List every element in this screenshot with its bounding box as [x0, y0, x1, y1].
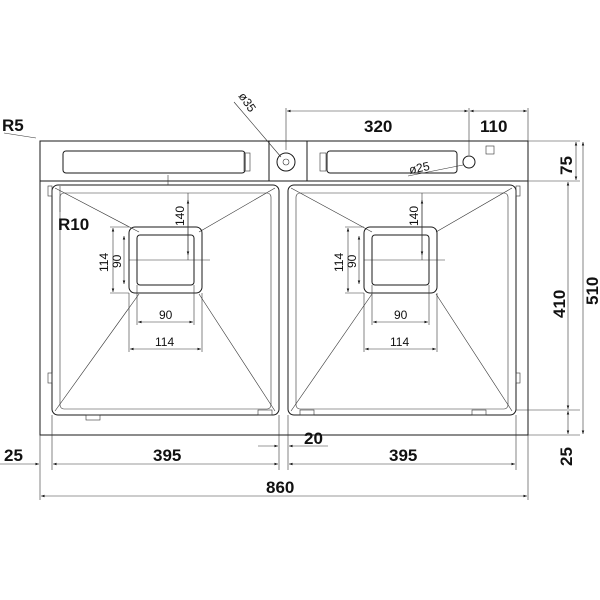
left-drain-label-90v: 90: [110, 254, 124, 268]
left-drain-label-140: 140: [173, 206, 187, 226]
small-hole: [462, 155, 476, 169]
label-510: 510: [583, 277, 600, 305]
label-110: 110: [480, 117, 507, 136]
label-d25: ø25: [408, 159, 431, 177]
right-drain-label-90v: 90: [345, 254, 359, 268]
left-drain-label-114h: 114: [155, 335, 174, 349]
left-drain-label-90h: 90: [159, 308, 173, 322]
label-d35: ø35: [236, 90, 260, 115]
label-395-left: 395: [153, 446, 181, 465]
left-drain-label-114v: 114: [97, 253, 111, 272]
label-320: 320: [364, 117, 392, 136]
bottom-dimensions: [0, 415, 529, 500]
right-drain-label-90h: 90: [394, 308, 408, 322]
label-r5: R5: [2, 116, 24, 135]
top-dimensions: [285, 108, 529, 155]
label-r10: R10: [58, 215, 89, 234]
tap-hole-inner: [282, 158, 290, 166]
left-bowl: [51, 184, 280, 416]
right-drain-label-114h: 114: [390, 335, 409, 349]
right-bowl: [287, 184, 517, 416]
label-25-left: 25: [4, 446, 23, 465]
right-drain-label-114v: 114: [332, 253, 346, 272]
left-drain: [110, 175, 210, 352]
label-20: 20: [304, 429, 323, 448]
tap-hole: [276, 152, 296, 172]
right-dimensions: [516, 140, 585, 436]
right-drain: [345, 193, 445, 352]
label-25-right: 25: [557, 447, 576, 466]
label-75: 75: [557, 156, 576, 175]
overflow-slot-left: [62, 150, 246, 174]
right-drain-label-140: 140: [407, 206, 421, 226]
label-860: 860: [266, 478, 294, 497]
label-395-right: 395: [389, 446, 417, 465]
overflow-slot-right: [326, 150, 458, 174]
tap-hole-frame: [268, 140, 308, 182]
label-410: 410: [550, 290, 569, 318]
